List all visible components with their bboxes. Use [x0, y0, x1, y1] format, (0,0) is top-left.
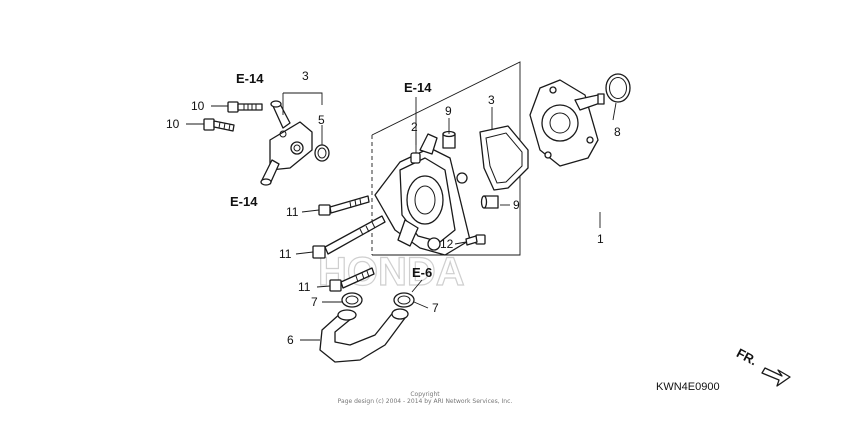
o-ring-large[interactable]: [605, 73, 631, 103]
callout-11a: 11: [286, 205, 299, 219]
callout-9a: 9: [445, 104, 452, 118]
collar-9-lower[interactable]: [480, 195, 499, 209]
callout-4: 3: [302, 69, 309, 83]
ref-e14-bottom-left[interactable]: E-14: [230, 194, 258, 209]
callout-5: 5: [318, 113, 325, 127]
joint-part[interactable]: [260, 100, 313, 186]
callout-1: 1: [597, 232, 604, 246]
callout-7a: 7: [311, 295, 318, 309]
callout-10b: 10: [166, 117, 180, 131]
bolt-12[interactable]: [465, 234, 486, 246]
callout-7b: 7: [432, 301, 439, 315]
callout-8: 8: [614, 125, 621, 139]
bolt-10-lower[interactable]: [203, 118, 235, 132]
callout-12: 12: [440, 237, 454, 251]
callout-11b: 11: [279, 247, 292, 261]
ref-e14-center[interactable]: E-14: [404, 80, 432, 95]
leader-lines: [186, 92, 617, 341]
bolt-10-upper[interactable]: [227, 101, 263, 113]
gasket[interactable]: [479, 125, 529, 191]
hose-clamp-right[interactable]: [393, 292, 415, 308]
front-arrow-icon: [761, 367, 791, 387]
callout-6: 6: [287, 333, 294, 347]
callout-2: 2: [411, 120, 418, 134]
ref-e14-top-left[interactable]: E-14: [236, 71, 264, 86]
bolt-11-lower[interactable]: [329, 267, 375, 292]
callout-9b: 9: [513, 198, 520, 212]
o-ring-small[interactable]: [314, 144, 330, 162]
front-indicator: FR.: [734, 345, 760, 368]
hose-clamp-left[interactable]: [341, 292, 363, 308]
callout-3: 3: [488, 93, 495, 107]
copyright-line-2: Page design (c) 2004 - 2014 by ARI Netwo…: [338, 398, 513, 405]
pump-body[interactable]: [529, 79, 605, 167]
ref-e6[interactable]: E-6: [412, 265, 432, 280]
callout-11c: 11: [298, 280, 311, 294]
diagram-code: KWN4E0900: [656, 381, 720, 393]
bolt-11-upper[interactable]: [318, 195, 370, 216]
bolt-11-middle[interactable]: [312, 215, 386, 259]
copyright-line-1: Copyright: [410, 391, 440, 398]
water-pump-cover[interactable]: [374, 133, 471, 256]
callout-10a: 10: [191, 99, 205, 113]
dowel-pin[interactable]: [410, 152, 421, 164]
water-hose[interactable]: [319, 308, 409, 363]
